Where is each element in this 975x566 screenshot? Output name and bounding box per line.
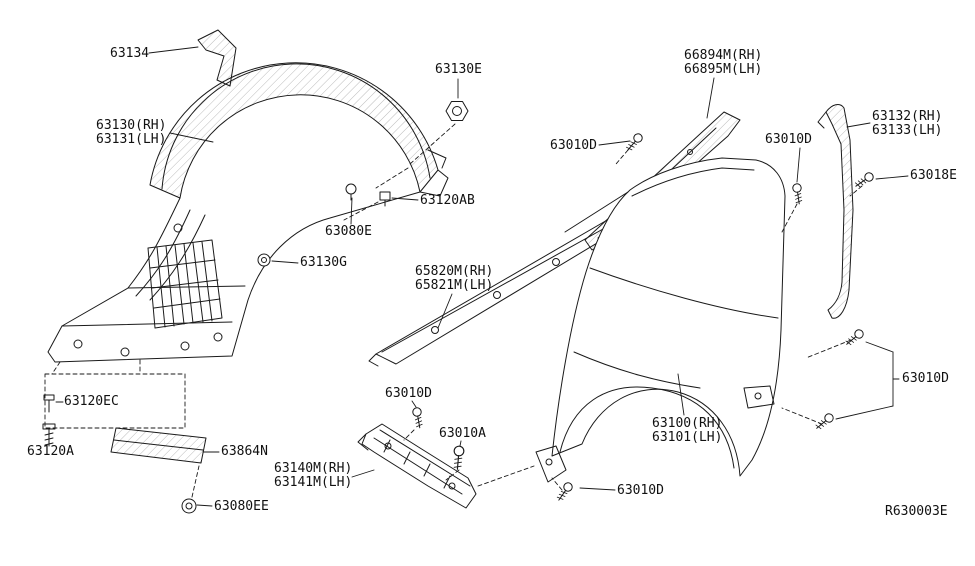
lower-front-section-63140m-drawing (357, 423, 477, 509)
part-label-63120ec: 63120EC (64, 394, 119, 409)
part-label-63080ee: 63080EE (214, 499, 269, 514)
part-label-63080e: 63080E (325, 224, 372, 239)
part-label-63120ab: 63120AB (420, 193, 475, 208)
clip-63080e-drawing (345, 183, 357, 201)
leader-lines (55, 46, 909, 507)
part-label-63134: 63134 (110, 46, 150, 61)
fender-63100-drawing (535, 157, 786, 483)
part-label-63010a: 63010A (439, 426, 486, 441)
part-label-63130g: 63130G (300, 255, 347, 270)
part-label-63010d-2: 63010D (765, 132, 812, 147)
clip-63120ab-drawing (379, 191, 391, 207)
part-label-63010d-1: 63010D (550, 138, 597, 153)
dashed-lines (44, 123, 863, 498)
grommet-63080ee-drawing (181, 498, 197, 514)
screw-63120a-drawing (42, 423, 56, 447)
part-label-63010d-3: 63010D (385, 386, 432, 401)
part-label-63018e: 63018E (910, 168, 957, 183)
part-label-63100: 63100(RH) 63101(LH) (652, 416, 723, 445)
bracket-63134-drawing (197, 29, 237, 87)
part-label-63120a: 63120A (27, 444, 74, 459)
clip-63120ec-drawing (43, 394, 55, 413)
diagram-ref-code: R630003E (885, 504, 948, 519)
part-label-63010d-4: 63010D (617, 483, 664, 498)
nut-63130e-drawing (445, 101, 469, 121)
part-label-63132: 63132(RH) 63133(LH) (872, 109, 943, 138)
wheel-house-liner-drawing (47, 62, 449, 363)
lower-cover-63864n-drawing (110, 427, 207, 464)
part-label-63010d-5: 63010D (902, 371, 949, 386)
part-label-65820m: 65820M(RH) 65821M(LH) (415, 264, 494, 293)
part-label-63864n: 63864N (221, 444, 268, 459)
part-label-63130e: 63130E (435, 62, 482, 77)
grommet-63130g-drawing (257, 253, 271, 267)
part-label-63130: 63130(RH) 63131(LH) (96, 118, 167, 147)
part-label-66894m: 66894M(RH) 66895M(LH) (684, 48, 763, 77)
part-label-63140m: 63140M(RH) 63141M(LH) (274, 461, 353, 490)
rear-seal-63132-drawing (817, 104, 854, 319)
